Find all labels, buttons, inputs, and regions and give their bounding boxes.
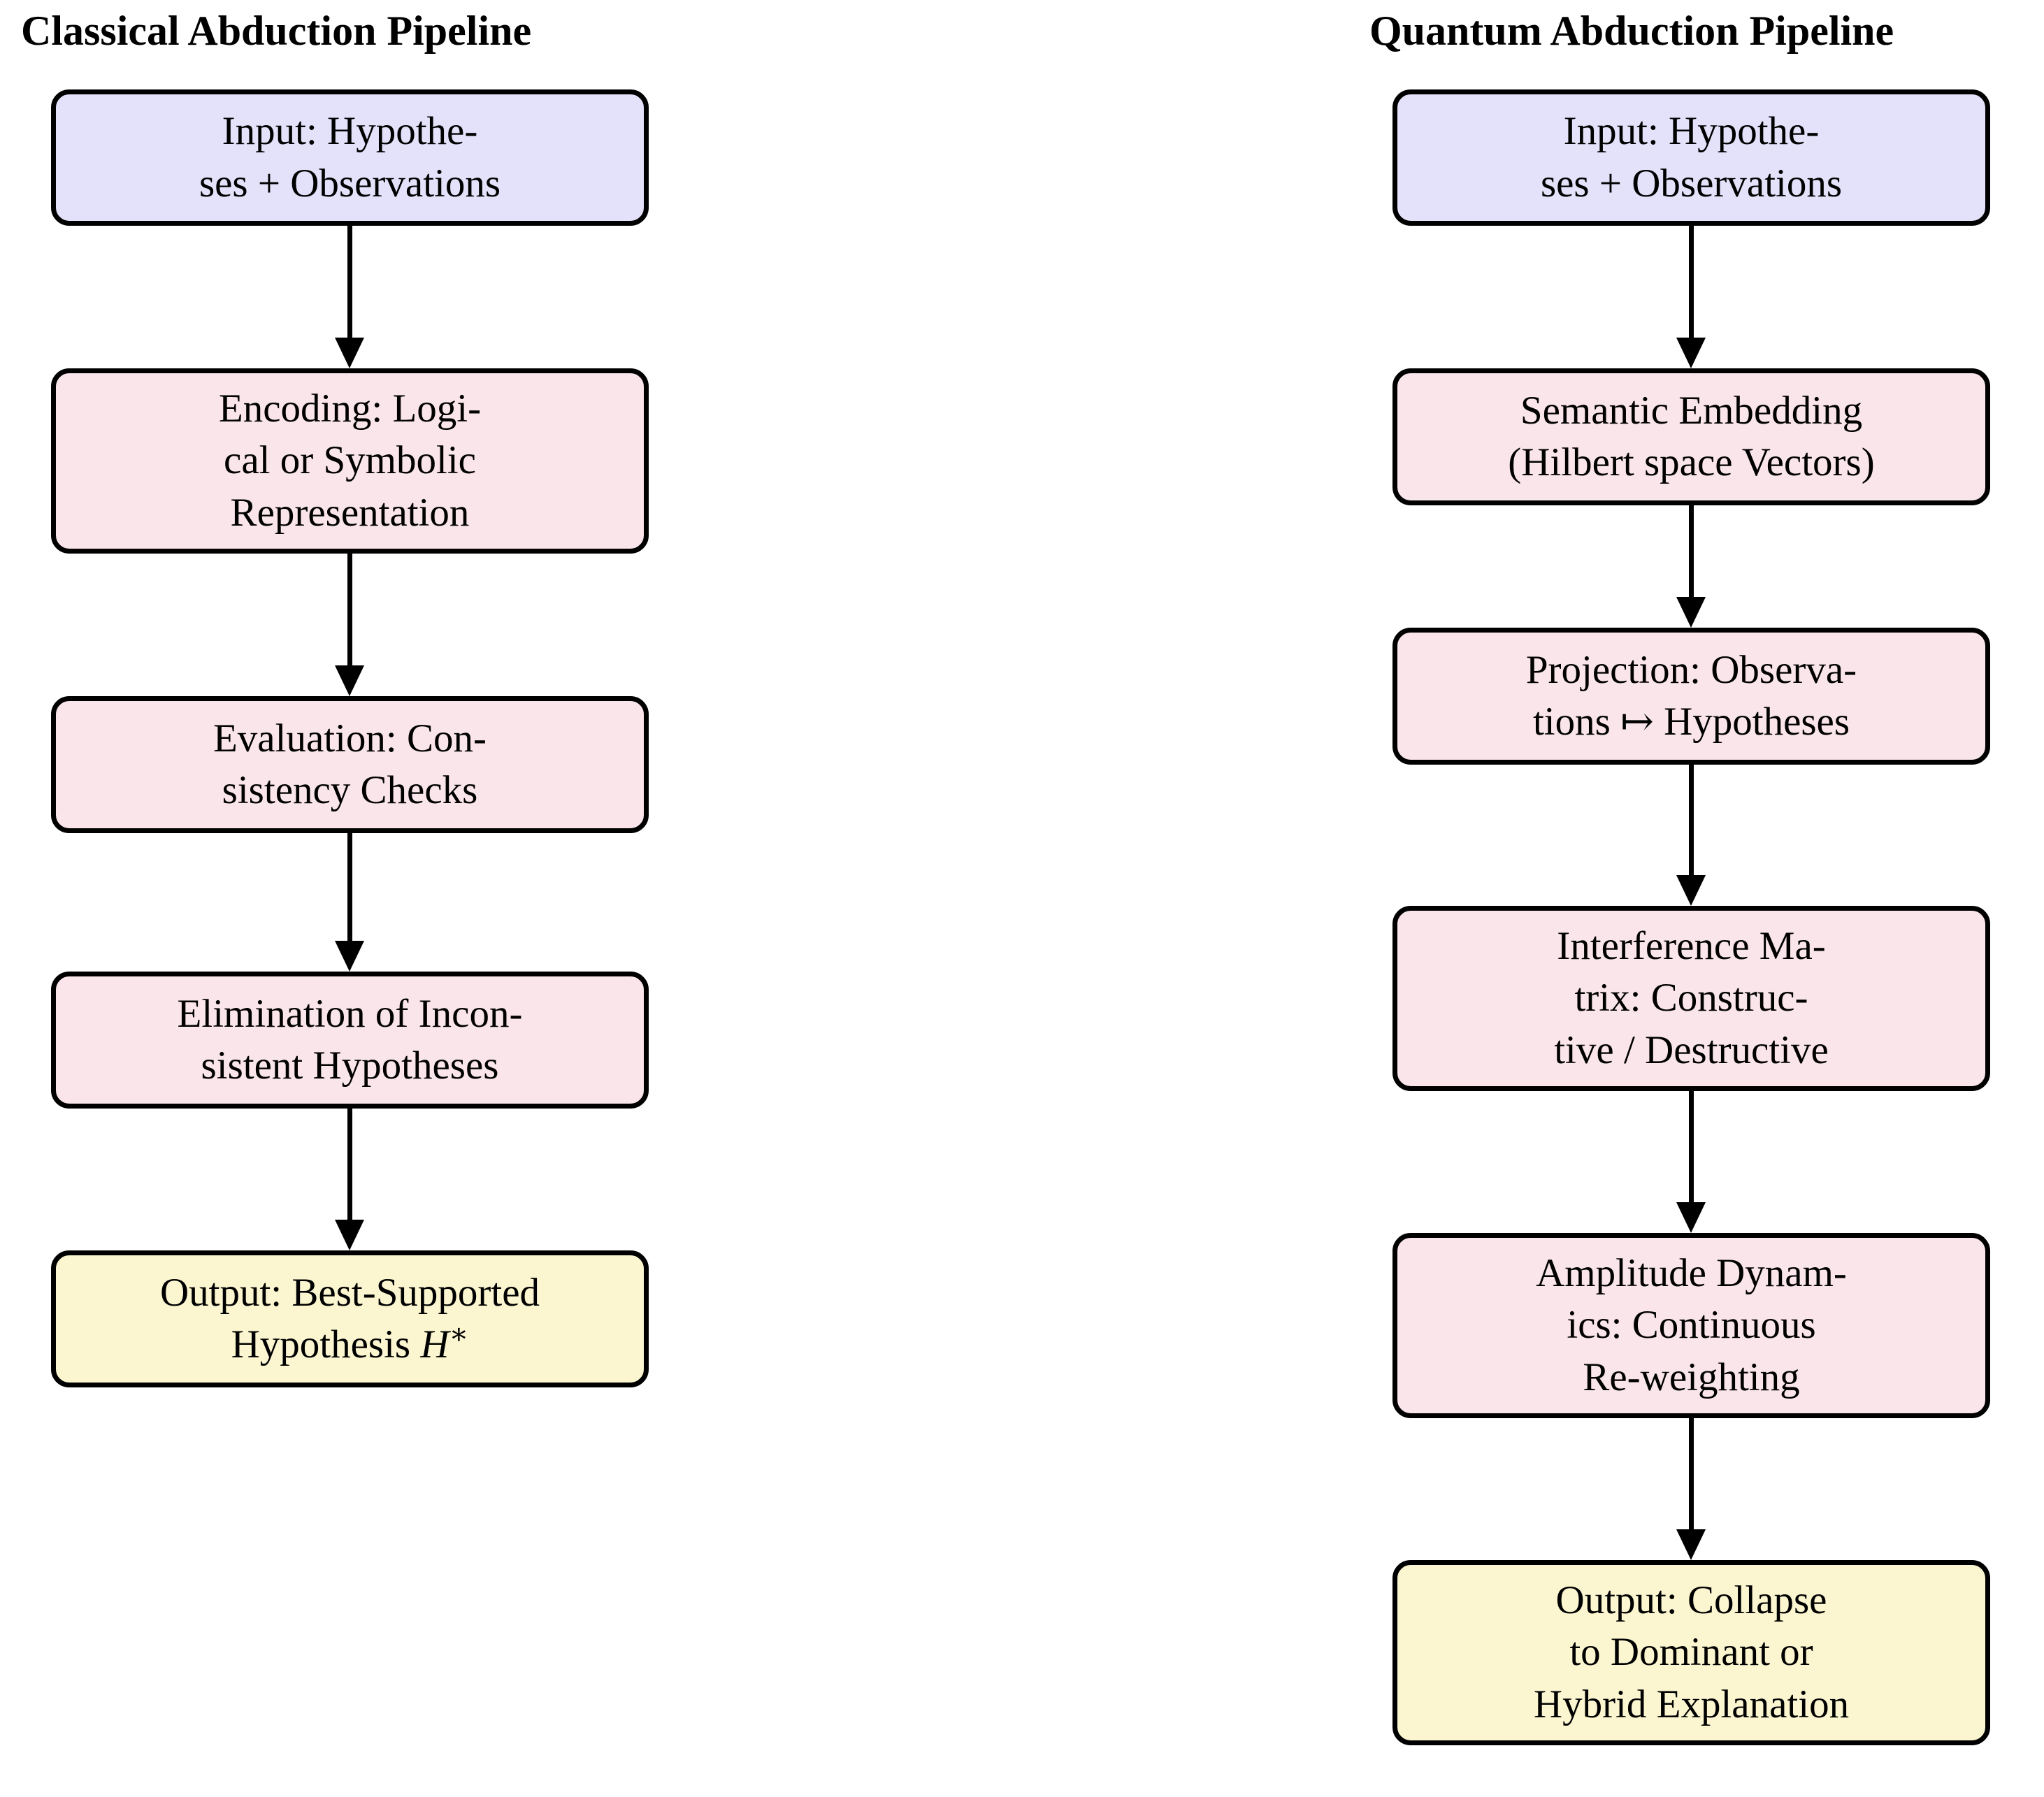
arrow-head-icon bbox=[1676, 875, 1706, 906]
node-classical-elimination[interactable]: Elimination of Incon-sistent Hypotheses bbox=[51, 972, 649, 1109]
arrow-shaft bbox=[1689, 505, 1694, 597]
arrow-head-icon bbox=[335, 338, 364, 368]
arrow-head-icon bbox=[1676, 338, 1706, 368]
node-label: Elimination of Incon-sistent Hypotheses bbox=[177, 991, 523, 1088]
arrow-head-icon bbox=[1676, 1202, 1706, 1233]
arrow-shaft bbox=[347, 226, 352, 338]
arrow-shaft bbox=[1689, 1418, 1694, 1529]
node-label: Projection: Observa-tions ↦ Hypotheses bbox=[1525, 647, 1857, 744]
node-label: Input: Hypothe-ses + Observations bbox=[1540, 109, 1843, 205]
arrow-head-icon bbox=[335, 665, 364, 696]
arrow-shaft bbox=[1689, 226, 1694, 338]
node-quantum-interference-matrix[interactable]: Interference Ma-trix: Construc-tive / De… bbox=[1392, 906, 1990, 1091]
column-title-classical: Classical Abduction Pipeline bbox=[21, 8, 532, 54]
node-label: Semantic Embedding(Hilbert space Vectors… bbox=[1508, 388, 1875, 484]
arrow-head-icon bbox=[1676, 1529, 1706, 1560]
arrow-shaft bbox=[347, 833, 352, 941]
node-label: Interference Ma-trix: Construc-tive / De… bbox=[1554, 924, 1829, 1072]
node-quantum-input[interactable]: Input: Hypothe-ses + Observations bbox=[1392, 89, 1990, 226]
arrow-shaft bbox=[1689, 1091, 1694, 1202]
column-title-quantum: Quantum Abduction Pipeline bbox=[1369, 8, 1894, 54]
node-classical-evaluation[interactable]: Evaluation: Con-sistency Checks bbox=[51, 696, 649, 833]
node-label: Input: Hypothe-ses + Observations bbox=[199, 109, 501, 205]
arrow-shaft bbox=[1689, 765, 1694, 875]
arrow-head-icon bbox=[335, 1220, 364, 1250]
node-quantum-semantic-embedding[interactable]: Semantic Embedding(Hilbert space Vectors… bbox=[1392, 368, 1990, 505]
arrow-head-icon bbox=[335, 941, 364, 972]
arrow-head-icon bbox=[1676, 597, 1706, 628]
arrow-shaft bbox=[347, 1109, 352, 1220]
arrow-shaft bbox=[347, 554, 352, 665]
node-label: Evaluation: Con-sistency Checks bbox=[213, 716, 487, 812]
node-classical-input[interactable]: Input: Hypothe-ses + Observations bbox=[51, 89, 649, 226]
node-quantum-projection[interactable]: Projection: Observa-tions ↦ Hypotheses bbox=[1392, 628, 1990, 765]
